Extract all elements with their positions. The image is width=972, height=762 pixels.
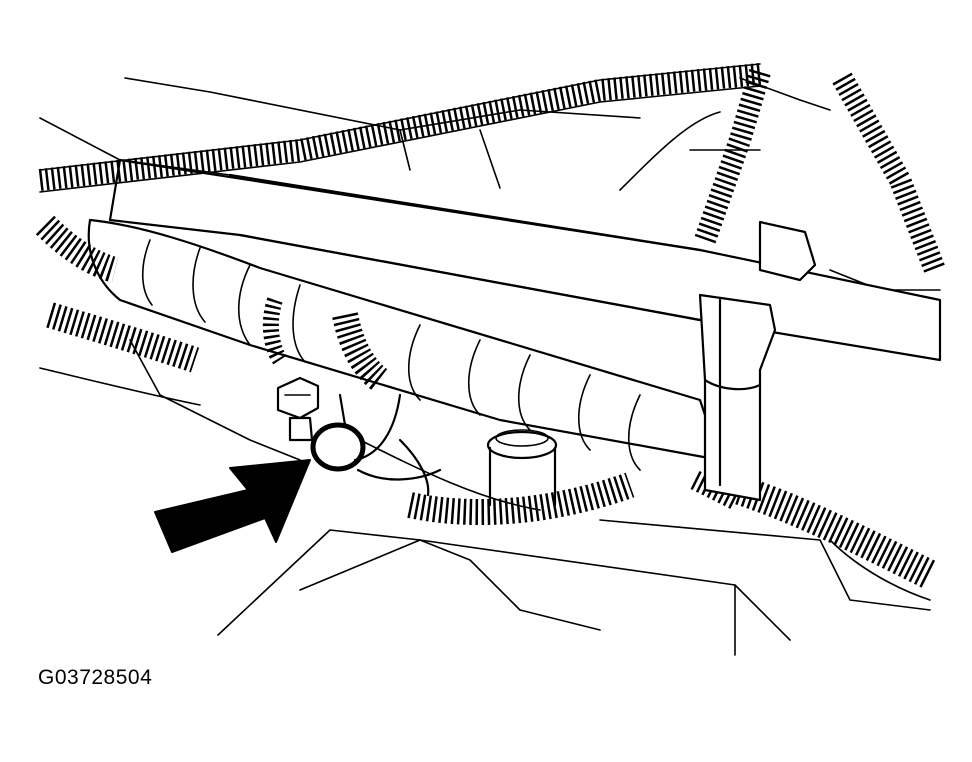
mounting-bolt [276, 376, 320, 442]
harness-clip [698, 220, 817, 502]
ground-connector-ring [310, 393, 442, 497]
sensor-fitting [486, 429, 558, 507]
corrugated-conduits [35, 63, 946, 589]
callout-arrow-icon [154, 459, 311, 553]
taped-harness [87, 218, 722, 471]
figure-id-label: G03728504 [38, 666, 153, 689]
